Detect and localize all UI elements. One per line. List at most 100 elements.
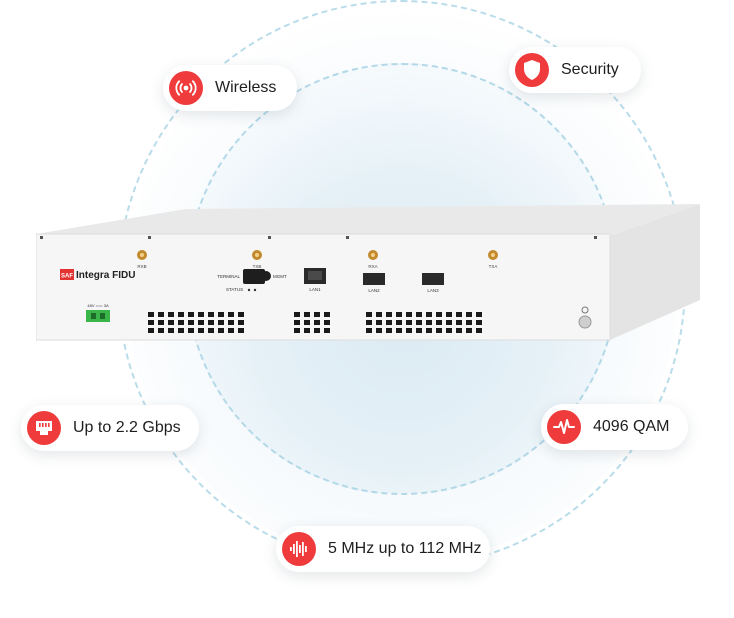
ground-screw-icon: [578, 315, 592, 329]
device-side: [610, 204, 700, 340]
vent-slot: [198, 328, 204, 333]
vent-slot: [436, 328, 442, 333]
power-label: 48V === 3A: [87, 303, 109, 308]
vent-slot: [178, 312, 184, 317]
vent-slot: [446, 328, 452, 333]
shield-icon: [515, 53, 549, 87]
vent-slot: [314, 320, 320, 325]
feature-modulation-label: 4096 QAM: [593, 418, 670, 435]
vent-slot: [466, 312, 472, 317]
vent-slot: [376, 320, 382, 325]
power-connector: [86, 310, 110, 322]
vent-slot: [366, 312, 372, 317]
vent-slot: [208, 328, 214, 333]
vent-slot: [426, 320, 432, 325]
vent-grille: [148, 312, 482, 333]
vent-slot: [396, 312, 402, 317]
vent-slot: [228, 328, 234, 333]
vent-slot: [416, 320, 422, 325]
status-label: STATUS: [226, 287, 243, 292]
vent-slot: [178, 328, 184, 333]
ground-icon: [581, 306, 589, 314]
vent-slot: [466, 328, 472, 333]
vent-slot: [218, 312, 224, 317]
vent-slot: [386, 328, 392, 333]
vent-slot: [208, 320, 214, 325]
terminal-label: TERMINAL: [217, 274, 240, 279]
vent-slot: [396, 328, 402, 333]
feature-security: Security: [509, 47, 641, 93]
vent-slot: [238, 320, 244, 325]
lan2-label: LAN2: [368, 288, 380, 293]
vent-slot: [188, 320, 194, 325]
vent-slot: [406, 328, 412, 333]
vent-slot: [446, 312, 452, 317]
vent-slot: [238, 328, 244, 333]
vent-slot: [304, 320, 310, 325]
vent-slot: [294, 320, 300, 325]
vent-slot: [406, 312, 412, 317]
vent-slot: [386, 312, 392, 317]
feature-wireless-label: Wireless: [215, 79, 277, 96]
vent-slot: [406, 320, 412, 325]
vent-slot: [148, 312, 154, 317]
vent-slot: [396, 320, 402, 325]
port-label-txb: TXB: [253, 264, 262, 269]
vent-slot: [386, 320, 392, 325]
vent-slot: [416, 328, 422, 333]
device-front: [36, 233, 611, 341]
vent-slot: [324, 320, 330, 325]
vent-slot: [456, 320, 462, 325]
vent-slot: [376, 328, 382, 333]
vent-slot: [366, 328, 372, 333]
vent-slot: [304, 328, 310, 333]
vent-slot: [168, 312, 174, 317]
vent-slot: [148, 328, 154, 333]
vent-slot: [168, 320, 174, 325]
vent-slot: [158, 312, 164, 317]
lan3-port: [422, 273, 444, 285]
vent-slot: [188, 328, 194, 333]
vent-slot: [426, 328, 432, 333]
vent-slot: [376, 312, 382, 317]
vent-slot: [188, 312, 194, 317]
vent-slot: [324, 328, 330, 333]
mgmt-port-icon: [261, 271, 271, 281]
svg-text:SAF: SAF: [61, 274, 73, 280]
vent-slot: [466, 320, 472, 325]
vent-slot: [416, 312, 422, 317]
vent-slot: [198, 312, 204, 317]
vent-slot: [168, 328, 174, 333]
vent-slot: [238, 312, 244, 317]
rf-connector-rxb-icon: [137, 250, 147, 260]
terminal-port: [243, 269, 265, 284]
saf-logo: SAF: [60, 269, 74, 280]
vent-slot: [476, 328, 482, 333]
mgmt-label: MGMT: [273, 274, 287, 279]
wireless-signal-icon: [169, 71, 203, 105]
rf-connector-rxa-icon: [368, 250, 378, 260]
ethernet-port-icon: [27, 411, 61, 445]
vent-slot: [228, 312, 234, 317]
port-label-rxb: RXB: [137, 264, 146, 269]
integra-fidu-device: RXB TXB RXA TXA SAF Integra FIDU TERMINA…: [36, 204, 700, 341]
feature-bandwidth: 5 MHz up to 112 MHz: [276, 526, 490, 572]
vent-slot: [446, 320, 452, 325]
feature-throughput-label: Up to 2.2 Gbps: [73, 419, 181, 436]
lan2-port: [363, 273, 385, 285]
feature-wireless: Wireless: [163, 65, 297, 111]
lan3-label: LAN3: [427, 288, 439, 293]
vent-slot: [324, 312, 330, 317]
vent-slot: [366, 320, 372, 325]
feature-security-label: Security: [561, 61, 619, 78]
pulse-wave-icon: [547, 410, 581, 444]
vent-slot: [158, 320, 164, 325]
feature-bandwidth-label: 5 MHz up to 112 MHz: [328, 540, 482, 557]
vent-slot: [476, 320, 482, 325]
vent-slot: [314, 328, 320, 333]
vent-slot: [436, 312, 442, 317]
vent-slot: [148, 320, 154, 325]
feature-modulation: 4096 QAM: [541, 404, 688, 450]
vent-slot: [198, 320, 204, 325]
